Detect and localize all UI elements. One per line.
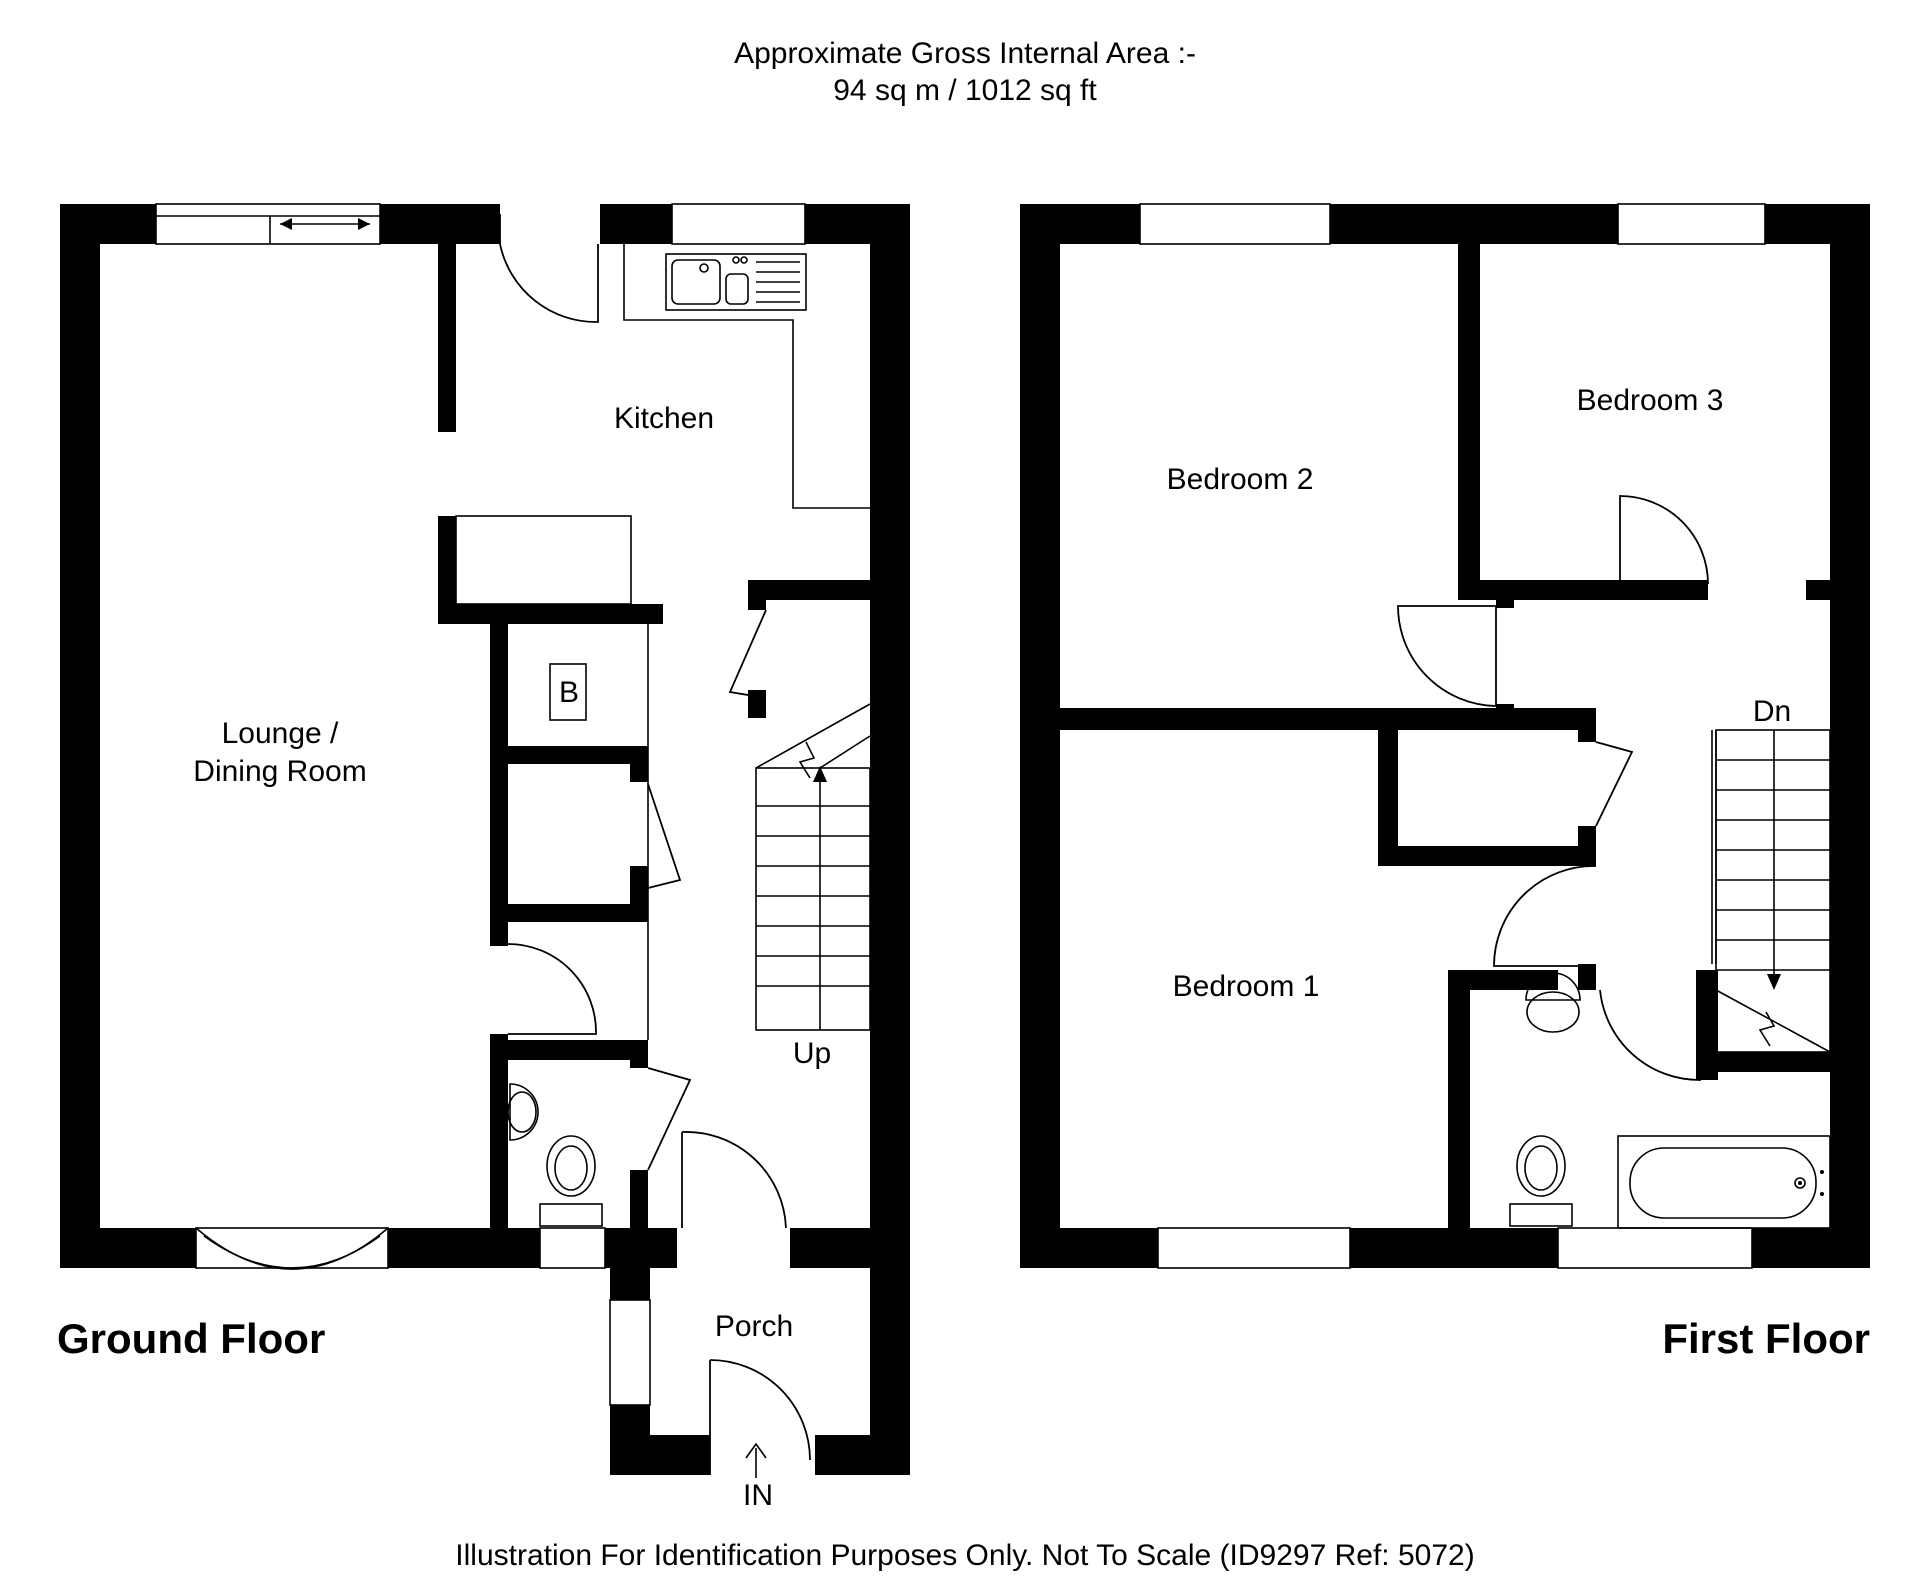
bathtub-icon <box>1617 1135 1831 1229</box>
ground-floor-plan: B <box>60 203 910 1512</box>
area-title: Approximate Gross Internal Area :- <box>734 37 1196 70</box>
bath-basin-icon <box>1525 972 1581 1033</box>
stairs-up-label: Up <box>793 1037 831 1070</box>
stairs-down-label: Dn <box>1753 695 1791 728</box>
first-floor-title: First Floor <box>1662 1315 1870 1362</box>
kitchen-sink-icon <box>665 253 807 311</box>
area-value: 94 sq m / 1012 sq ft <box>833 74 1097 107</box>
first-floor-plan: Dn Bedroom 2 Bedroom 3 Bedroom 1 <box>1020 203 1870 1269</box>
ground-floor-title: Ground Floor <box>57 1315 325 1362</box>
ground-stairs <box>755 703 871 1031</box>
bedroom2-label: Bedroom 2 <box>1167 463 1314 496</box>
bedroom3-label: Bedroom 3 <box>1577 384 1724 417</box>
lounge-label-line2: Dining Room <box>193 755 366 788</box>
entrance-label: IN <box>743 1479 773 1512</box>
first-stairs <box>1711 729 1831 1053</box>
wc-basin-icon <box>507 1083 539 1141</box>
boiler-label: B <box>559 676 579 709</box>
bedroom1-label: Bedroom 1 <box>1173 970 1320 1003</box>
porch-label: Porch <box>715 1310 793 1343</box>
disclaimer: Illustration For Identification Purposes… <box>455 1539 1474 1572</box>
kitchen-label: Kitchen <box>614 402 714 435</box>
wc-toilet-icon <box>539 1135 603 1227</box>
lounge-label-line1: Lounge / <box>222 717 339 750</box>
bath-toilet-icon <box>1509 1135 1573 1227</box>
